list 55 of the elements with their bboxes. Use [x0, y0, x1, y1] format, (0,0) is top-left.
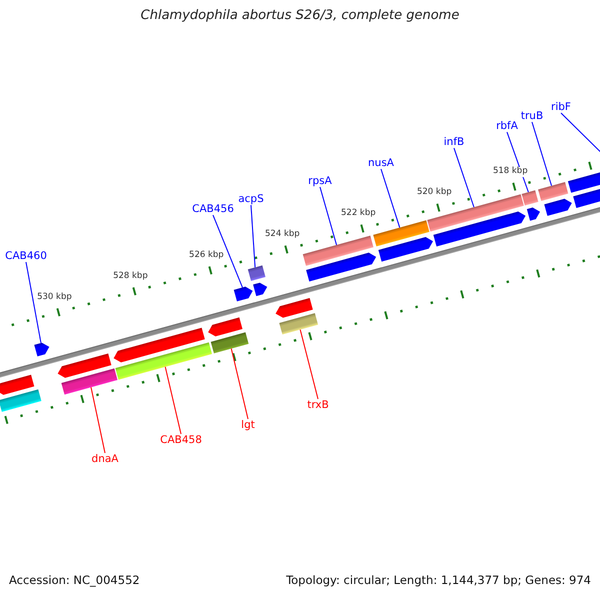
scale-label: 526 kbp [189, 251, 224, 261]
gene-bar [210, 332, 249, 354]
gene-feature [114, 328, 205, 362]
gene-bar [0, 389, 42, 412]
footer-note: Topology: circular; Length: 1,144,377 bp; Genes: 974 [286, 574, 591, 588]
gene-feature [433, 212, 526, 246]
gene-bar [279, 313, 318, 335]
gene-label: CAB456 [192, 202, 234, 216]
gene-bar [427, 194, 524, 232]
gene-feature [378, 237, 434, 262]
gene-bar [61, 368, 118, 395]
gene-feature [306, 252, 376, 282]
gene-label: infB [444, 136, 464, 148]
gene-bar [115, 342, 212, 380]
gene-label: CAB460 [5, 250, 47, 262]
gene-label: CAB458 [160, 434, 202, 446]
gene-bar [522, 190, 538, 206]
gene-label: truB [520, 110, 544, 122]
leader-line [230, 348, 248, 420]
gene-label: dnaA [92, 452, 118, 466]
gene-label: ribF [551, 100, 571, 114]
gene-feature [276, 298, 313, 318]
gene-feature [58, 354, 112, 378]
leader-line [300, 329, 318, 400]
gene-feature [208, 317, 242, 336]
leader-line [212, 214, 243, 288]
gene-label: trxB [307, 398, 329, 412]
gene-feature [234, 286, 253, 302]
leader-line [250, 204, 256, 268]
footer-note: Accession: NC_004552 [9, 574, 140, 588]
leader-line [380, 168, 400, 228]
gene-label: rpsA [308, 174, 332, 188]
gene-bar [373, 220, 430, 246]
gene-feature [253, 282, 268, 296]
gene-label: nusA [368, 156, 394, 170]
leader-line [90, 386, 106, 454]
gene-feature [526, 208, 540, 221]
diagram-title: Chlamydophila abortus S26/3, complete genome [140, 9, 460, 24]
gene-bar [302, 236, 374, 266]
gene-feature [34, 342, 50, 356]
scale-label: 530 kbp [37, 292, 72, 303]
gene-bar [248, 265, 266, 281]
scale-label: 518 kbp [492, 167, 528, 178]
leader-line [164, 366, 182, 434]
gene-feature [0, 374, 34, 395]
scale-label: 524 kbp [265, 230, 300, 240]
scale-label: 520 kbp [416, 188, 452, 198]
scale-label: 528 kbp [113, 272, 148, 282]
leader-line [26, 262, 42, 344]
leader-line [454, 148, 474, 208]
gene-label: lgt [241, 418, 255, 432]
gene-feature [544, 198, 572, 216]
scale-label: 522 kbp [341, 209, 376, 219]
gene-label: acpS [238, 192, 264, 206]
gene-label: rbfA [496, 120, 518, 132]
